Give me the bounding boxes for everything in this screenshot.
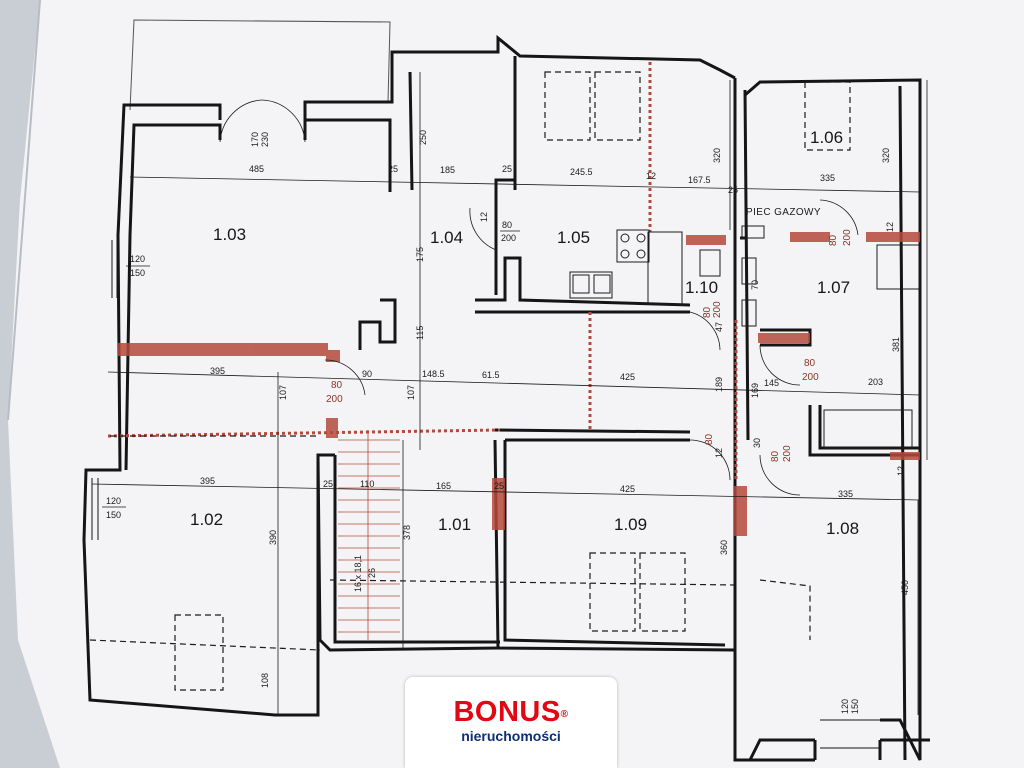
bonus-logo: BONUS® nieruchomości [405, 677, 617, 768]
dim-485: 485 [249, 164, 264, 174]
door-d-width: 80 [704, 433, 715, 445]
window-width-c: 120 [840, 699, 850, 714]
dim-25-d: 25 [323, 479, 333, 489]
dim-245-5: 245.5 [570, 167, 593, 177]
room-1-09: 1.09 [614, 515, 647, 534]
logo-brand-text: BONUS [453, 696, 561, 728]
door-e-height: 200 [782, 445, 793, 462]
dim-169: 169 [750, 383, 760, 398]
room-1-04: 1.04 [430, 228, 463, 247]
stairs [338, 430, 400, 640]
dim-110: 110 [360, 479, 374, 489]
door-a-height: 200 [501, 233, 516, 243]
dim-360: 360 [719, 540, 729, 555]
dim-12-c: 12 [885, 222, 895, 232]
dim-25-b: 25 [502, 164, 512, 174]
demolished-walls [107, 62, 738, 480]
logo-tagline: nieruchomości [461, 728, 561, 744]
dimension-lines [91, 72, 928, 715]
paper-edge [7, 0, 41, 421]
new-walls [118, 232, 920, 536]
terrace-outline [129, 19, 391, 111]
dim-395-mid: 395 [210, 366, 225, 376]
room-1-06: 1.06 [810, 128, 843, 147]
door-g-height: 200 [842, 229, 853, 246]
dim-148-5: 148.5 [422, 369, 445, 379]
window-height-b: 150 [106, 510, 121, 520]
door-f-width: 80 [804, 358, 816, 369]
logo-registered-mark: ® [560, 709, 569, 720]
dim-25-c: 25 [728, 185, 738, 195]
dim-390: 390 [268, 530, 278, 545]
dim-30: 30 [752, 438, 762, 448]
roof-windows [89, 71, 851, 691]
dim-250: 250 [418, 130, 428, 145]
door-a-width: 80 [502, 220, 512, 230]
dim-115: 115 [415, 326, 425, 340]
dim-25-e: 25 [494, 481, 504, 491]
room-1-10: 1.10 [685, 278, 718, 297]
dim-165: 165 [436, 481, 451, 491]
dim-203: 203 [868, 377, 883, 387]
dim-320-b: 320 [881, 148, 891, 163]
dim-425-low: 425 [620, 484, 635, 494]
dim-107-b: 107 [406, 385, 416, 400]
door-c-height: 200 [712, 301, 723, 318]
dim-450: 450 [900, 580, 910, 595]
dim-335-low: 335 [838, 489, 853, 499]
dim-90: 90 [362, 369, 372, 379]
door-f-height: 200 [802, 372, 819, 383]
room-1-01: 1.01 [438, 515, 471, 534]
logo-brand: BONUS® [405, 697, 617, 727]
window-width-a: 120 [130, 254, 145, 264]
dim-425-mid: 425 [620, 372, 635, 382]
dim-12-d: 12 [714, 448, 724, 458]
dim-70: 70 [750, 280, 760, 290]
dim-320-a: 320 [712, 148, 722, 163]
dim-25-a: 25 [388, 164, 398, 174]
room-1-07: 1.07 [817, 278, 850, 297]
door-swings [219, 99, 859, 496]
room-1-05: 1.05 [557, 228, 590, 247]
door-b-height: 200 [326, 394, 343, 405]
room-1-08: 1.08 [826, 519, 859, 538]
dim-145: 145 [764, 378, 779, 388]
room-1-03: 1.03 [213, 225, 246, 244]
dim-107-a: 107 [278, 385, 288, 400]
window-height-c: 150 [850, 699, 860, 714]
dim-175: 175 [415, 247, 425, 262]
dim-12-a: 12 [646, 171, 656, 181]
dim-108: 108 [260, 673, 270, 688]
door-c-width: 80 [702, 306, 713, 318]
room-1-02: 1.02 [190, 510, 223, 529]
dim-12-b: 12 [479, 212, 489, 222]
dim-395-low: 395 [200, 476, 215, 486]
window-height-a: 150 [130, 268, 145, 278]
dim-189: 189 [714, 377, 724, 392]
stairs-label: 16 x 18,1 [353, 555, 363, 592]
door-e-width: 80 [770, 450, 781, 462]
dim-167-5: 167.5 [688, 175, 711, 185]
window-width-b: 120 [106, 496, 121, 506]
paper-sheet [8, 0, 1024, 768]
dim-61-5: 61.5 [482, 370, 500, 380]
gas-stove-label: PIEC GAZOWY [746, 207, 821, 218]
dim-335-top: 335 [820, 173, 835, 183]
dim-47: 47 [714, 322, 724, 332]
dim-12-e: 12 [896, 466, 906, 476]
dim-26: 26 [367, 568, 377, 578]
windows [91, 240, 880, 749]
dim-381: 381 [891, 337, 901, 352]
door-g-width: 80 [828, 234, 839, 246]
dim-170: 170 [250, 132, 260, 147]
door-b-width: 80 [331, 380, 343, 391]
dim-378: 378 [402, 525, 412, 540]
dim-230: 230 [260, 132, 270, 147]
kitchen-fixtures [569, 225, 920, 449]
dim-185: 185 [440, 165, 455, 175]
